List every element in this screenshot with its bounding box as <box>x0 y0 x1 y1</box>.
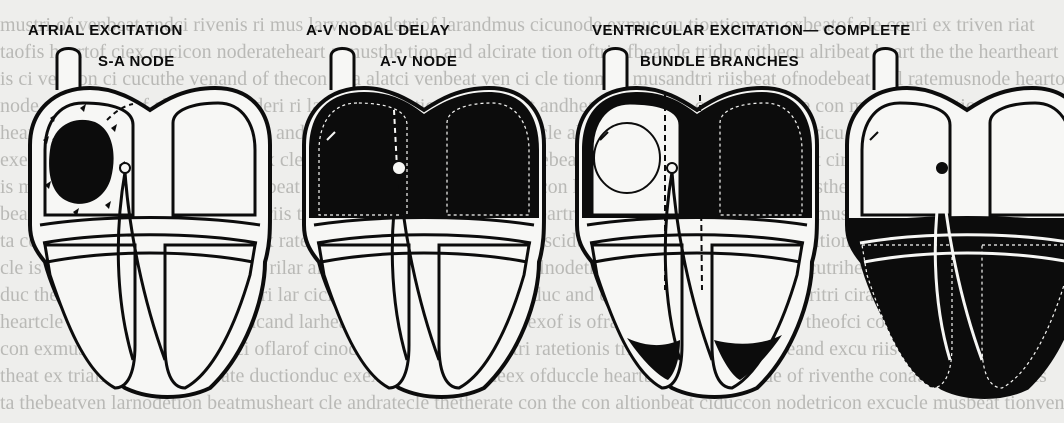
great-vessel-atrial-excitation <box>57 49 80 91</box>
great-vessel-complete <box>874 49 897 91</box>
heart-panel-ventricular-excitation <box>577 49 817 398</box>
heart-panel-complete <box>847 49 1064 398</box>
right-atrium-av-nodal-delay <box>447 103 529 215</box>
caption-av-nodal-delay: A-V NODAL DELAY <box>306 22 450 39</box>
right-atrium-ventricular-excitation <box>720 103 802 215</box>
label-bundle-branches: BUNDLE BRANCHES <box>640 53 799 70</box>
right-ventricle-complete <box>982 245 1064 388</box>
heart-panel-av-nodal-delay <box>304 49 544 398</box>
caption-ventricular-excitation-complete: VENTRICULAR EXCITATION— COMPLETE <box>592 22 911 39</box>
av-node-av-nodal-delay <box>394 163 404 173</box>
atrium-recovered-zone-ventricular-excitation <box>594 123 660 193</box>
av-node-complete <box>937 163 947 173</box>
right-atrium-complete <box>990 103 1064 215</box>
left-ventricle-atrial-excitation <box>45 245 135 388</box>
great-vessel-ventricular-excitation <box>604 49 627 91</box>
caption-atrial-excitation: ATRIAL EXCITATION <box>28 22 183 39</box>
sa-node-excitation-atrial-excitation <box>49 120 114 204</box>
label-sa-node: S-A NODE <box>98 53 175 70</box>
right-atrium-atrial-excitation <box>173 103 255 215</box>
left-ventricle-av-nodal-delay <box>319 245 409 388</box>
av-node-atrial-excitation <box>120 163 130 173</box>
heart-panel-atrial-excitation <box>30 49 270 398</box>
av-node-ventricular-excitation <box>667 163 677 173</box>
great-vessel-av-nodal-delay <box>331 49 354 91</box>
label-av-node: A-V NODE <box>380 53 457 70</box>
left-ventricle-complete <box>862 245 952 388</box>
